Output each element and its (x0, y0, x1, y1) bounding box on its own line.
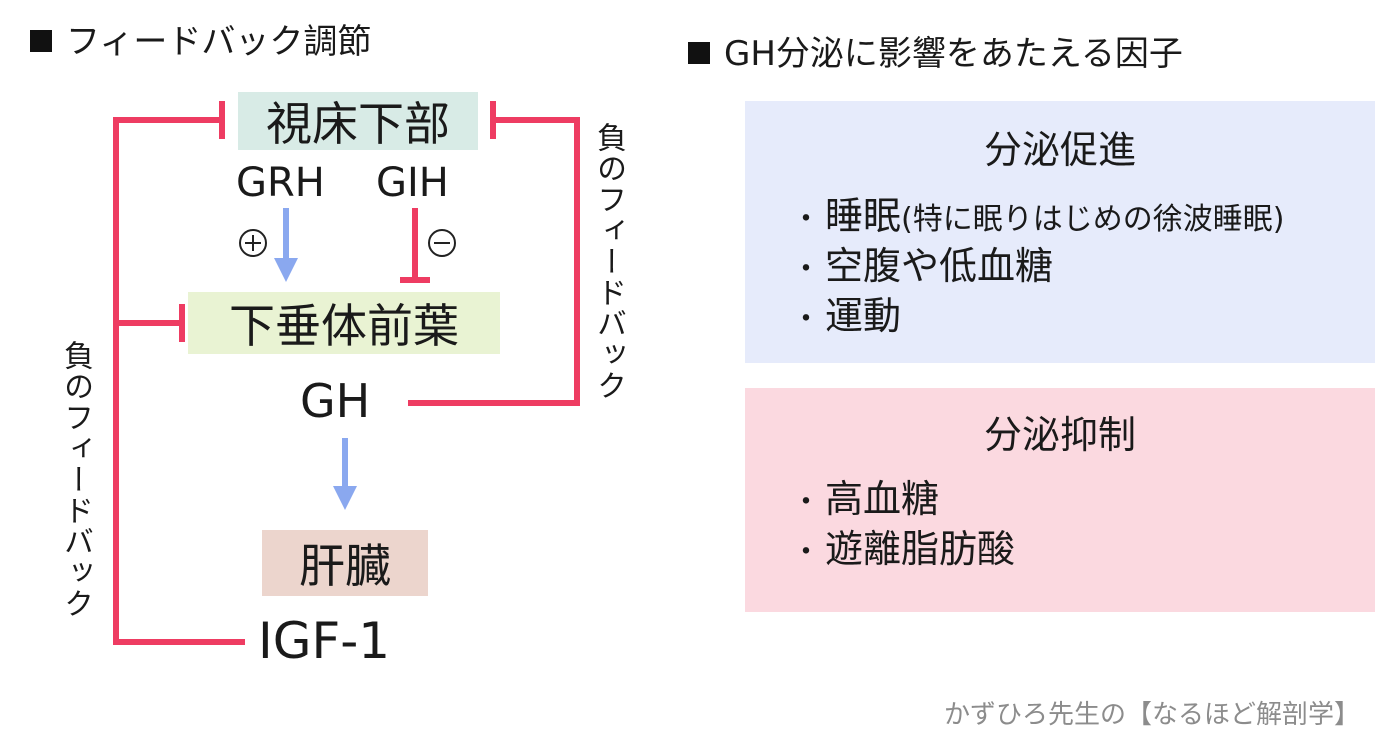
inhibit-heading: 分泌抑制 (983, 413, 1136, 457)
liver-label: 肝臓 (299, 539, 391, 593)
promote-item-note: (特に眠りはじめの徐波睡眠) (901, 202, 1285, 237)
hypothalamus-node: 視床下部 (238, 92, 478, 151)
igf1-label: IGF-1 (258, 612, 391, 670)
right-feedback-label: 負のフィードバック (591, 122, 626, 401)
grh-stimulate-arrow (274, 208, 298, 282)
left-feedback-line (113, 117, 245, 645)
credit-text: かずひろ先生の【なるほど解剖学】 (943, 700, 1360, 730)
factors-section-title: GH分泌に影響をあたえる因子 (688, 34, 1183, 74)
hypothalamus-label: 視床下部 (266, 97, 450, 151)
right-feedback-line (408, 117, 580, 406)
left-inhibit-bars (179, 101, 225, 342)
inhibit-panel: 分泌抑制 ・高血糖 ・遊離脂肪酸 (745, 388, 1375, 612)
promote-panel: 分泌促進 ・睡眠(特に眠りはじめの徐波睡眠) ・空腹や低血糖 ・運動 (745, 101, 1375, 363)
factors-title-text: GH分泌に影響をあたえる因子 (724, 34, 1183, 74)
plus-sign-icon (239, 229, 267, 257)
inhibit-item: ・遊離脂肪酸 (791, 527, 1016, 571)
promote-item: ・空腹や低血糖 (791, 244, 1054, 288)
promote-item: ・睡眠(特に眠りはじめの徐波睡眠) (791, 194, 1285, 238)
feedback-title-text: フィードバック調節 (66, 22, 372, 62)
gh-label: GH (300, 374, 371, 428)
left-feedback-label: 負のフィードバック (58, 340, 93, 619)
inhibit-item: ・高血糖 (791, 477, 940, 521)
square-bullet-icon (30, 30, 52, 52)
promote-heading: 分泌促進 (983, 128, 1136, 172)
gh-to-liver-arrow (333, 438, 357, 510)
square-bullet-icon (688, 42, 710, 64)
anterior-pituitary-label: 下垂体前葉 (229, 299, 459, 353)
feedback-section-title: フィードバック調節 (30, 22, 371, 62)
grh-label: GRH (236, 160, 325, 206)
gih-label: GIH (376, 160, 449, 206)
liver-node: 肝臓 (262, 530, 428, 596)
minus-sign-icon (428, 229, 456, 257)
anterior-pituitary-node: 下垂体前葉 (188, 292, 500, 354)
promote-item: ・運動 (791, 294, 902, 338)
